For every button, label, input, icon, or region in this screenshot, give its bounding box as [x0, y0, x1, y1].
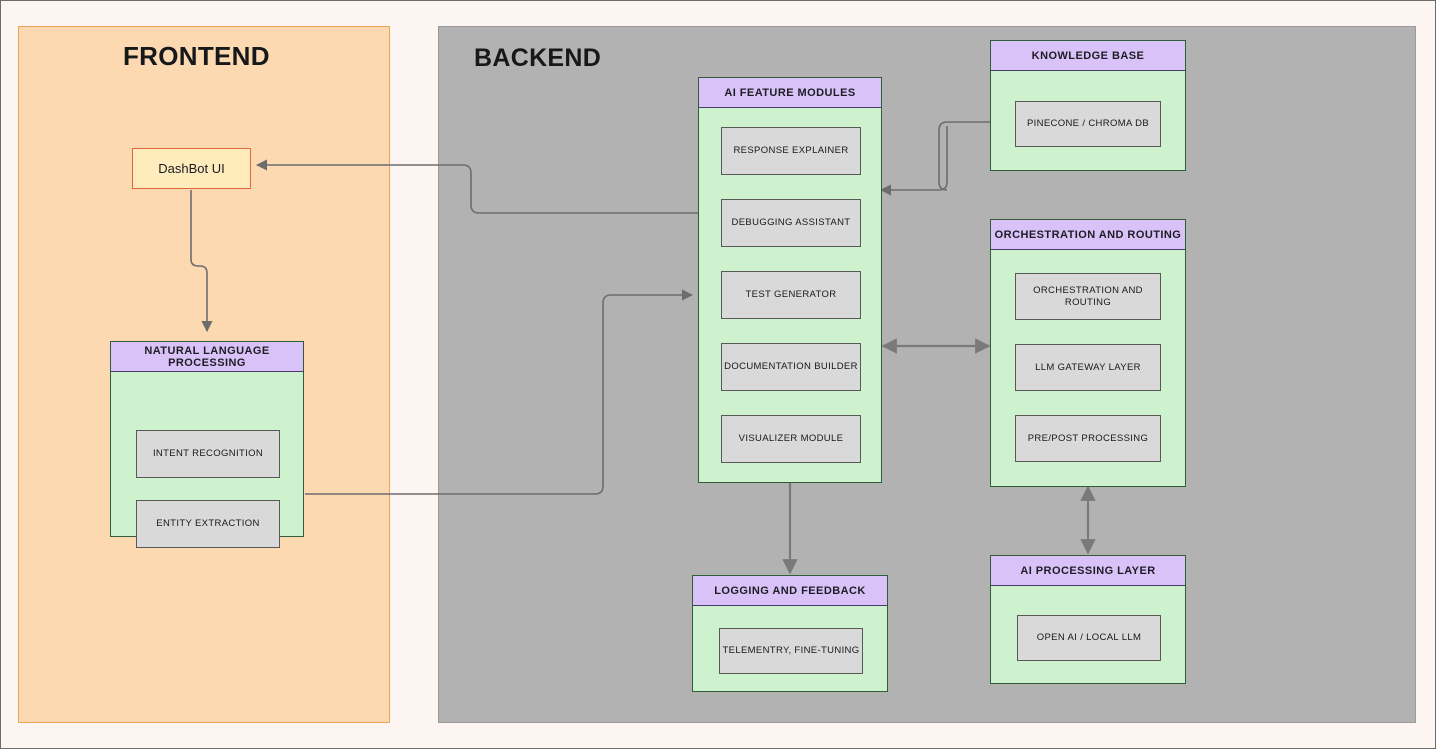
node-telementry-fine-tuning-label: TELEMENTRY, FINE-TUNING — [722, 645, 860, 657]
node-pre-post-processing[interactable]: PRE/POST PROCESSING — [1015, 415, 1161, 462]
group-ai-feature-modules[interactable]: AI FEATURE MODULES RESPONSE EXPLAINER DE… — [698, 77, 882, 483]
group-natural-language-processing[interactable]: NATURAL LANGUAGE PROCESSING INTENT RECOG… — [110, 341, 304, 548]
node-open-ai-local-llm[interactable]: OPEN AI / LOCAL LLM — [1017, 615, 1161, 661]
group-logging-and-feedback[interactable]: LOGGING AND FEEDBACK TELEMENTRY, FINE-TU… — [692, 575, 888, 692]
node-intent-recognition[interactable]: INTENT RECOGNITION — [136, 430, 280, 478]
node-entity-extraction-label: ENTITY EXTRACTION — [156, 518, 260, 530]
node-response-explainer-label: RESPONSE EXPLAINER — [733, 145, 849, 157]
node-orchestration-and-routing-label: ORCHESTRATION AND ROUTING — [1033, 284, 1143, 308]
node-debugging-assistant[interactable]: DEBUGGING ASSISTANT — [721, 199, 861, 247]
group-body-ai-processing-layer: OPEN AI / LOCAL LLM — [991, 586, 1185, 683]
group-header-natural-language-processing: NATURAL LANGUAGE PROCESSING — [111, 342, 303, 372]
frontend-panel-title: FRONTEND — [123, 41, 270, 71]
group-knowledge-base[interactable]: KNOWLEDGE BASE PINECONE / CHROMA DB — [990, 40, 1186, 171]
node-pinecone-chroma-db-label: PINECONE / CHROMA DB — [1026, 118, 1150, 130]
backend-panel — [438, 26, 1416, 723]
group-body-knowledge-base: PINECONE / CHROMA DB — [991, 71, 1185, 170]
node-documentation-builder-label: DOCUMENTATION BUILDER — [724, 361, 858, 373]
dashbot-ui-label: DashBot UI — [158, 161, 225, 176]
node-test-generator-label: TEST GENERATOR — [745, 289, 837, 301]
group-header-logging-and-feedback: LOGGING AND FEEDBACK — [693, 576, 887, 606]
node-intent-recognition-label: INTENT RECOGNITION — [152, 448, 264, 460]
group-orchestration-and-routing[interactable]: ORCHESTRATION AND ROUTING ORCHESTRATION … — [990, 219, 1186, 487]
group-header-knowledge-base: KNOWLEDGE BASE — [991, 41, 1185, 71]
node-test-generator[interactable]: TEST GENERATOR — [721, 271, 861, 319]
node-llm-gateway-layer[interactable]: LLM GATEWAY LAYER — [1015, 344, 1161, 391]
group-header-ai-processing-layer: AI PROCESSING LAYER — [991, 556, 1185, 586]
node-visualizer-module[interactable]: VISUALIZER MODULE — [721, 415, 861, 463]
node-entity-extraction[interactable]: ENTITY EXTRACTION — [136, 500, 280, 548]
node-pinecone-chroma-db[interactable]: PINECONE / CHROMA DB — [1015, 101, 1161, 147]
backend-panel-title: BACKEND — [474, 44, 602, 72]
group-header-ai-feature-modules: AI FEATURE MODULES — [699, 78, 881, 108]
group-ai-processing-layer[interactable]: AI PROCESSING LAYER OPEN AI / LOCAL LLM — [990, 555, 1186, 684]
node-orchestration-and-routing[interactable]: ORCHESTRATION AND ROUTING — [1015, 273, 1161, 320]
group-body-natural-language-processing: INTENT RECOGNITION ENTITY EXTRACTION — [111, 372, 303, 548]
node-open-ai-local-llm-label: OPEN AI / LOCAL LLM — [1036, 632, 1142, 644]
group-body-orchestration-and-routing: ORCHESTRATION AND ROUTING LLM GATEWAY LA… — [991, 250, 1185, 486]
node-response-explainer[interactable]: RESPONSE EXPLAINER — [721, 127, 861, 175]
node-documentation-builder[interactable]: DOCUMENTATION BUILDER — [721, 343, 861, 391]
node-visualizer-module-label: VISUALIZER MODULE — [738, 433, 844, 445]
group-body-ai-feature-modules: RESPONSE EXPLAINER DEBUGGING ASSISTANT T… — [699, 108, 881, 482]
group-body-logging-and-feedback: TELEMENTRY, FINE-TUNING — [693, 606, 887, 691]
node-telementry-fine-tuning[interactable]: TELEMENTRY, FINE-TUNING — [719, 628, 863, 674]
dashbot-ui-node[interactable]: DashBot UI — [132, 148, 251, 189]
node-llm-gateway-layer-label: LLM GATEWAY LAYER — [1035, 361, 1141, 373]
node-debugging-assistant-label: DEBUGGING ASSISTANT — [731, 217, 851, 229]
node-pre-post-processing-label: PRE/POST PROCESSING — [1027, 432, 1149, 444]
group-header-orchestration-and-routing: ORCHESTRATION AND ROUTING — [991, 220, 1185, 250]
